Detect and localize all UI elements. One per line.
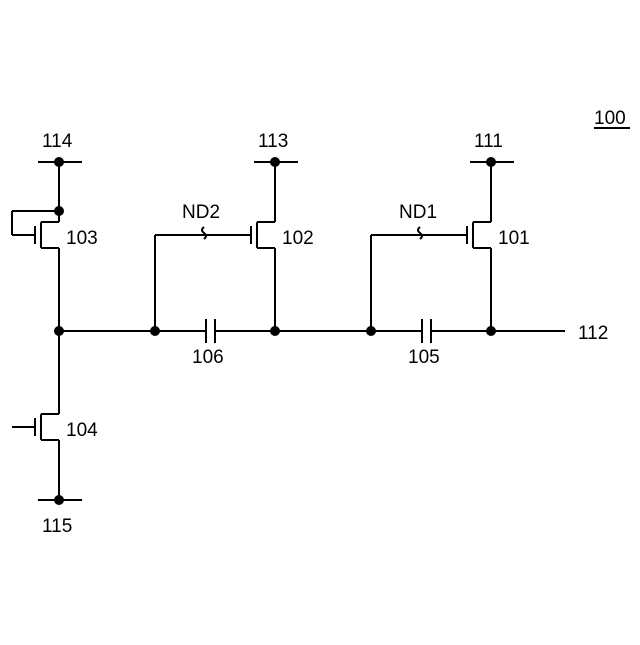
- capacitor-105: [422, 319, 431, 343]
- capacitor-106-label: 106: [192, 347, 224, 368]
- terminal-115-dot: [54, 495, 64, 505]
- nd1-leader: [418, 227, 422, 239]
- node-output-103-104-dot: [54, 326, 64, 336]
- terminal-112-label: 112: [578, 323, 608, 344]
- transistor-104: [12, 414, 59, 440]
- terminal-114-label: 114: [42, 131, 73, 152]
- capacitor-106: [206, 319, 215, 343]
- terminal-115-label: 115: [42, 516, 72, 537]
- transistor-103-label: 103: [66, 228, 98, 249]
- transistor-101: [467, 222, 491, 248]
- capacitor-105-label: 105: [408, 347, 440, 368]
- figure-ref-label: 100: [594, 108, 626, 129]
- node-nd2-label: ND2: [182, 202, 220, 223]
- transistor-101-label: 101: [498, 228, 530, 249]
- transistor-102: [251, 222, 275, 248]
- terminal-113-label: 113: [258, 131, 288, 152]
- terminal-114-dot: [54, 157, 64, 167]
- terminal-111-label: 111: [474, 131, 503, 152]
- node-nd1-label: ND1: [399, 202, 437, 223]
- transistor-104-label: 104: [66, 420, 98, 441]
- transistor-103: [12, 211, 59, 248]
- transistor-102-label: 102: [282, 228, 314, 249]
- nd2-leader: [202, 227, 206, 239]
